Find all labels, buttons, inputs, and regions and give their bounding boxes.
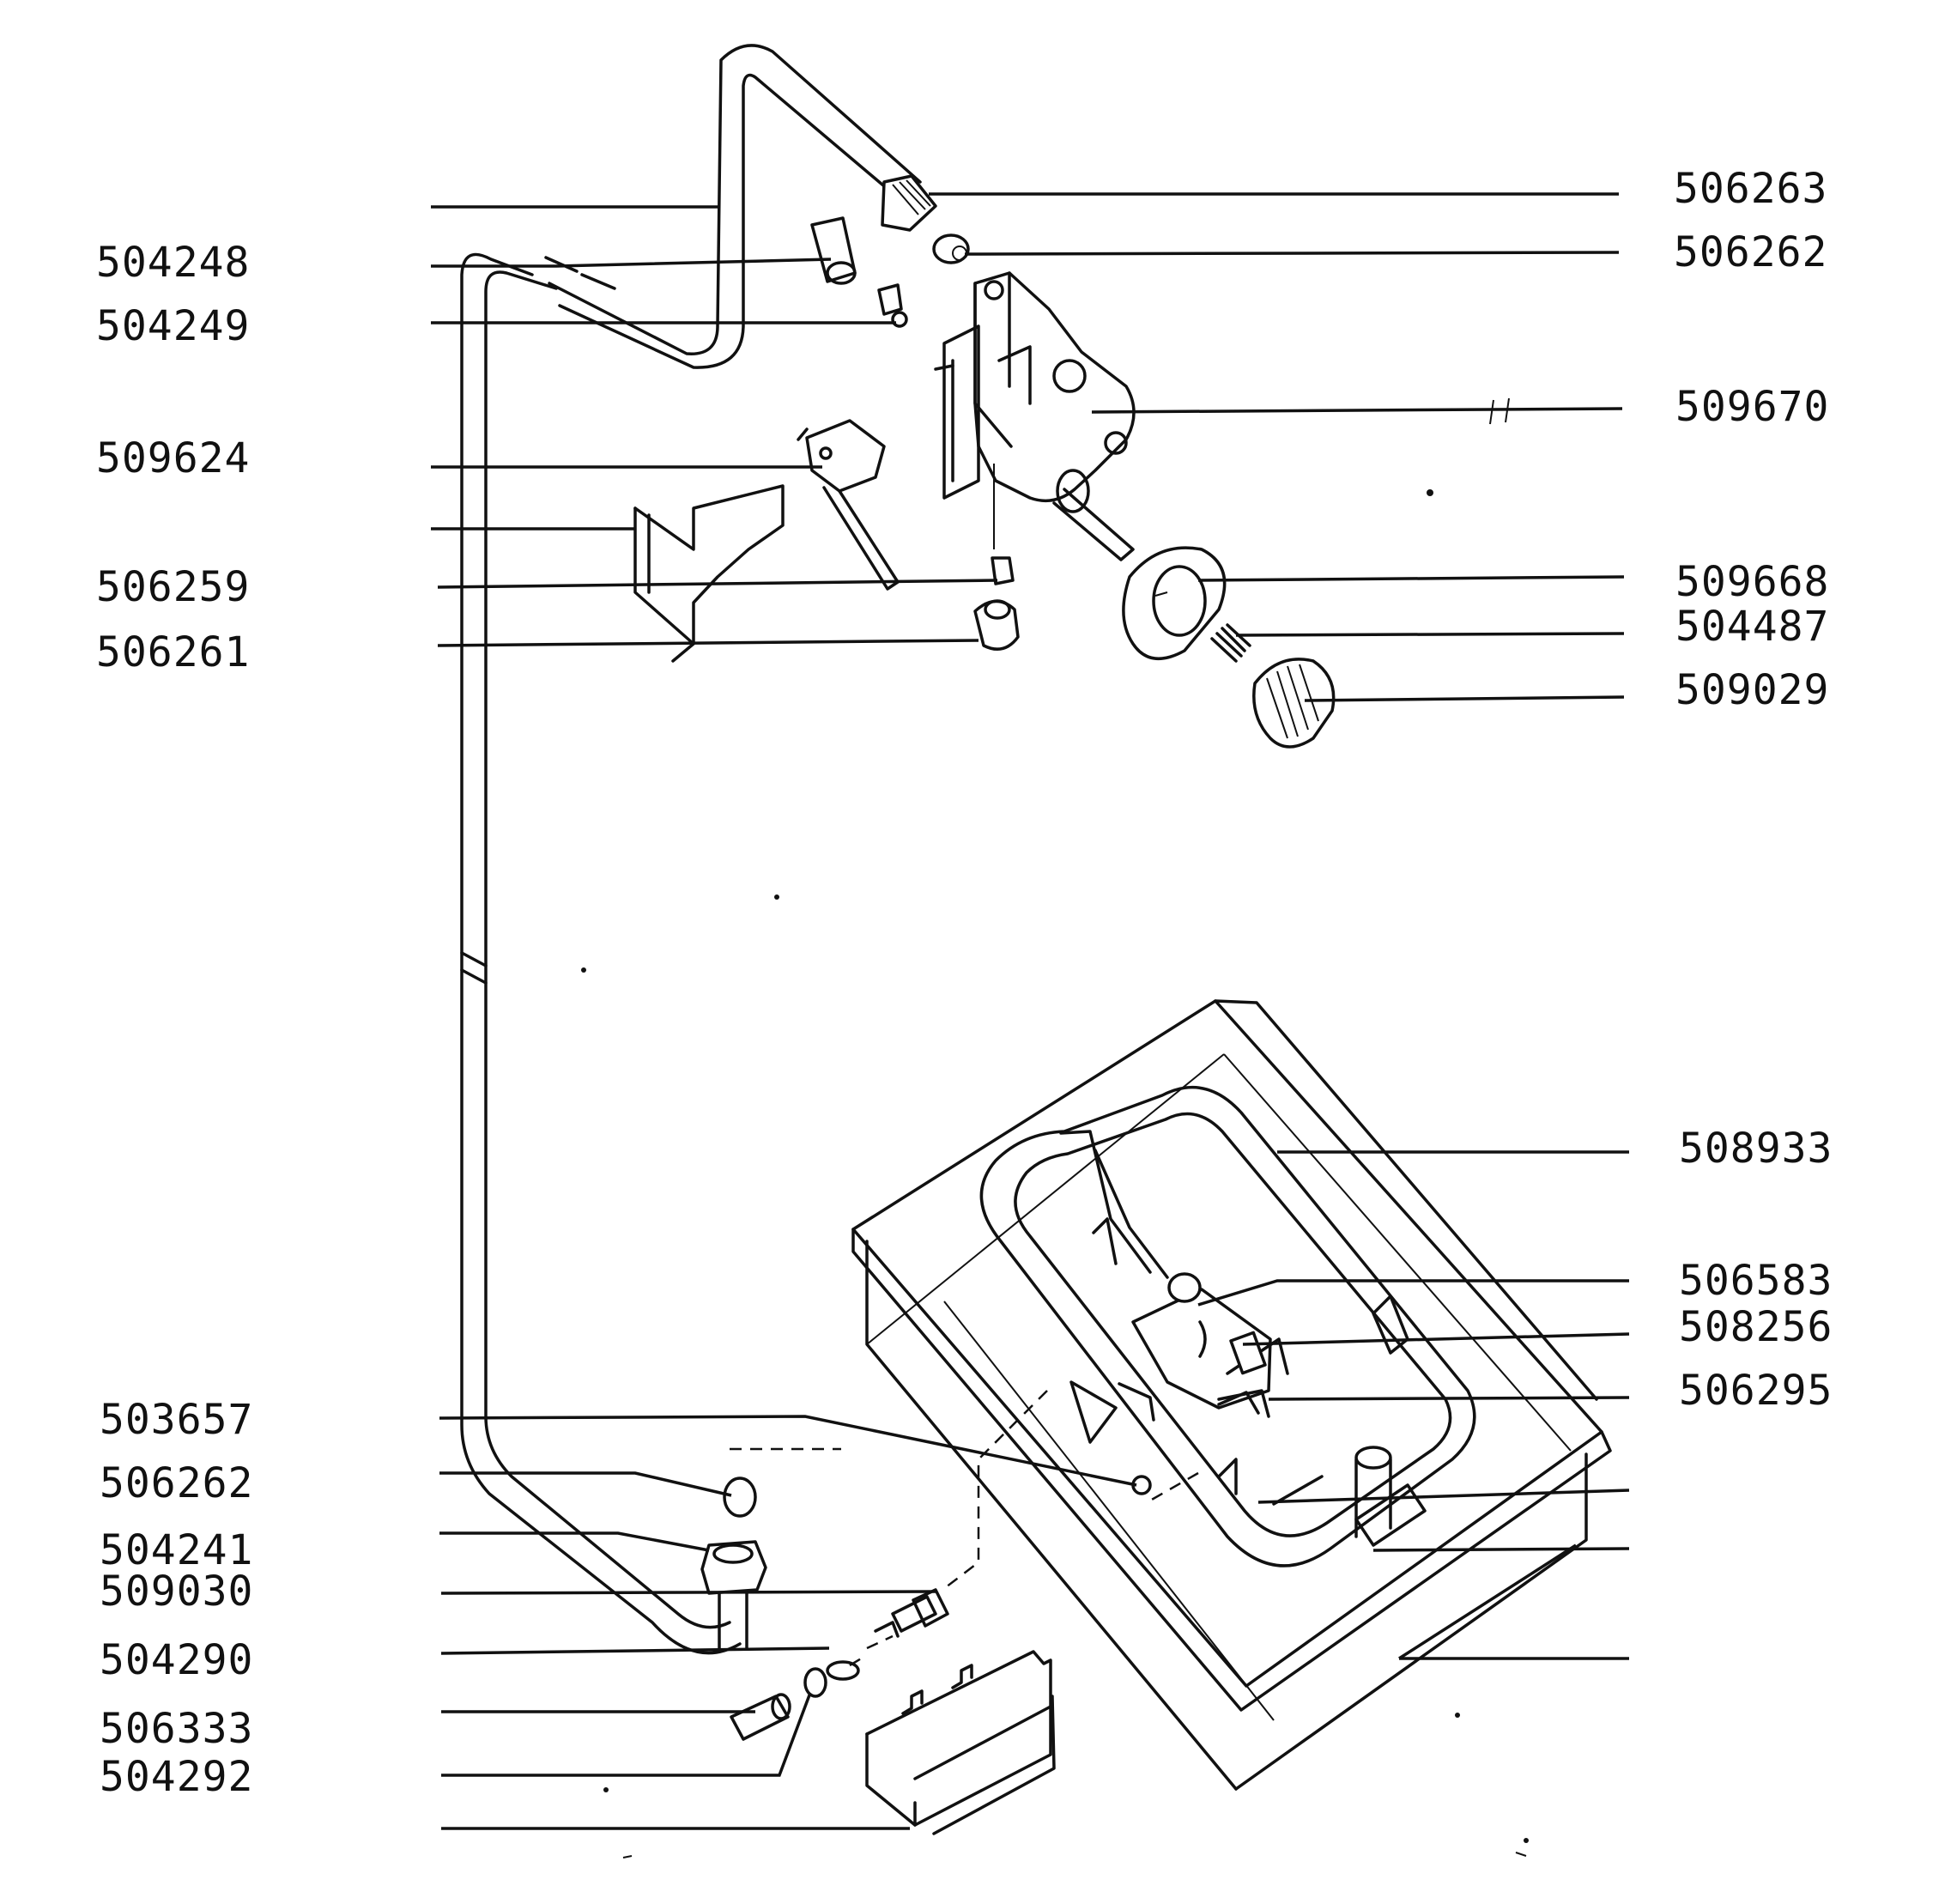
burner-support <box>865 1650 1056 1835</box>
label-508256: 508256 <box>1679 1303 1833 1351</box>
label-504292: 504292 <box>100 1753 253 1801</box>
specks <box>581 489 1529 1859</box>
label-506295: 506295 <box>1679 1367 1833 1415</box>
label-506333: 506333 <box>100 1705 253 1753</box>
label-508933: 508933 <box>1679 1125 1833 1173</box>
label-506263: 506263 <box>1674 165 1827 213</box>
label-509029: 509029 <box>1675 666 1829 714</box>
knob-509029 <box>1252 658 1336 749</box>
nut-506261 <box>973 599 1020 651</box>
label-504248: 504248 <box>96 239 250 287</box>
label-506262-top: 506262 <box>1674 228 1827 276</box>
label-504487: 504487 <box>1675 603 1829 651</box>
label-506259: 506259 <box>96 563 250 611</box>
injector-509030 <box>874 1588 949 1638</box>
label-506262-bottom: 506262 <box>100 1459 253 1507</box>
fryer-pan-508933 <box>851 999 1612 1791</box>
thermocouple-tip-506259 <box>991 556 1015 585</box>
olive-506262-top <box>932 233 970 264</box>
olive-506262-bottom <box>723 1477 757 1518</box>
dial-plate-509668 <box>1122 546 1227 661</box>
label-509030: 509030 <box>100 1567 253 1616</box>
label-509668: 509668 <box>1675 558 1829 606</box>
label-504290: 504290 <box>100 1636 253 1684</box>
pin-506333 <box>730 1693 791 1741</box>
gas-valve-509670 <box>934 271 1136 561</box>
label-509624: 509624 <box>96 434 250 482</box>
leader-lines <box>431 192 1630 1830</box>
connector-504290 <box>826 1634 894 1681</box>
nut-504241 <box>700 1540 767 1650</box>
spring-504487 <box>1210 623 1251 663</box>
label-509670: 509670 <box>1675 383 1829 431</box>
parts-drawing <box>460 44 1612 1859</box>
screw-504249 <box>877 283 908 328</box>
burner-ring <box>979 1085 1476 1567</box>
gas-pipe <box>460 44 922 1655</box>
label-506261: 506261 <box>96 628 250 676</box>
label-504249: 504249 <box>96 302 250 350</box>
washer-504292 <box>803 1667 827 1698</box>
label-506583: 506583 <box>1679 1257 1833 1305</box>
bushing-504248 <box>810 216 857 285</box>
thermocouple-wire <box>942 1380 1199 1591</box>
label-503657: 503657 <box>100 1396 253 1444</box>
switch-509624 <box>797 419 900 591</box>
switch-bracket <box>633 484 785 663</box>
pipe-nut-506263 <box>881 174 937 232</box>
label-504241: 504241 <box>100 1526 253 1574</box>
part-number-labels: 504248 504249 509624 506259 506261 50365… <box>96 165 1833 1801</box>
